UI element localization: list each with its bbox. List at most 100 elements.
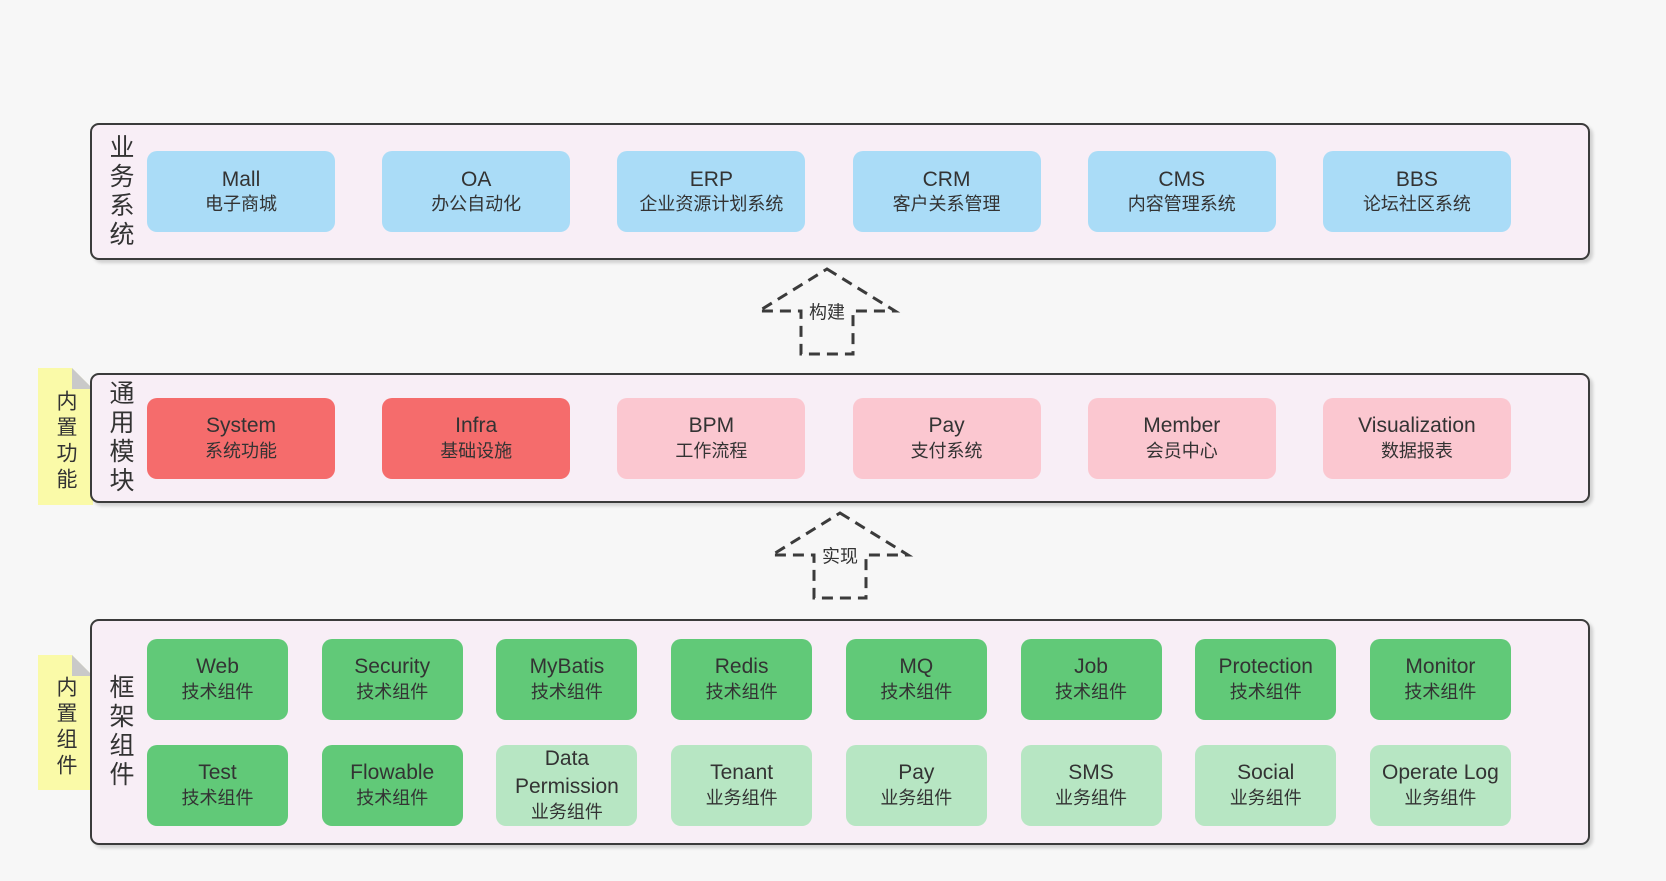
box-title: Member (1143, 414, 1221, 438)
box-title: Visualization (1358, 414, 1476, 438)
sticky-label: 内置功能 (54, 389, 77, 494)
box-title: Pay (928, 414, 965, 438)
box-subtitle: 系统功能 (205, 440, 277, 461)
box-subtitle: 企业资源计划系统 (639, 194, 784, 215)
box-subtitle: 技术组件 (1404, 681, 1477, 702)
box-infra: Infra 基础设施 (382, 397, 571, 479)
arrow-build: 构建 (747, 266, 907, 358)
sticky-label: 内置组件 (54, 675, 77, 780)
box-sms: SMS 业务组件 (1020, 744, 1162, 826)
box-title: Redis (714, 655, 769, 679)
box-subtitle: 技术组件 (530, 681, 603, 702)
box-title: System (205, 414, 276, 438)
box-subtitle: 业务组件 (1055, 787, 1128, 808)
panel-framework-components: 框架组件 Web 技术组件 Security 技术组件 MyBatis 技术组件… (90, 619, 1590, 845)
panel-label-text: 框架组件 (106, 674, 134, 790)
box-mall: Mall 电子商城 (147, 151, 335, 232)
arrow-build-label: 构建 (805, 296, 849, 327)
up-block-arrow-icon (753, 267, 901, 356)
box-title: Pay (898, 761, 935, 785)
box-subtitle: 论坛社区系统 (1362, 194, 1471, 215)
box-title: Tenant (710, 761, 774, 785)
box-title: MQ (899, 655, 934, 679)
box-title: Flowable (350, 761, 435, 785)
box-redis: Redis 技术组件 (671, 638, 813, 720)
box-bpm: BPM 工作流程 (617, 397, 806, 479)
box-web: Web 技术组件 (147, 638, 288, 720)
box-subtitle: 技术组件 (1229, 681, 1302, 702)
box-subtitle: 数据报表 (1380, 440, 1453, 461)
box-subtitle: 内容管理系统 (1127, 194, 1236, 215)
box-subtitle: 业务组件 (705, 787, 778, 808)
box-title: OA (461, 167, 492, 191)
box-title: Security (354, 655, 431, 679)
box-subtitle: 技术组件 (181, 681, 254, 702)
box-bbs: BBS 论坛社区系统 (1322, 151, 1511, 232)
box-tenant: Tenant 业务组件 (671, 744, 813, 826)
box-title: SMS (1068, 761, 1114, 785)
box-subtitle: 支付系统 (910, 440, 983, 461)
box-pay-system: Pay 支付系统 (852, 397, 1041, 479)
box-flowable: Flowable 技术组件 (321, 744, 463, 826)
box-title: Web (196, 655, 239, 679)
sticky-built-in-components: 内置组件 (38, 655, 93, 790)
box-title: MyBatis (529, 655, 605, 679)
box-subtitle: 技术组件 (1055, 681, 1128, 702)
box-subtitle: 技术组件 (181, 787, 254, 808)
panel-label-text: 通用模块 (106, 380, 134, 496)
box-title: Mall (221, 167, 261, 191)
box-subtitle: 业务组件 (530, 801, 603, 822)
arrow-implement: 实现 (760, 510, 920, 602)
box-subtitle: 技术组件 (356, 787, 429, 808)
box-subtitle: 基础设施 (440, 440, 513, 461)
box-subtitle: 业务组件 (1404, 787, 1477, 808)
box-job: Job 技术组件 (1020, 638, 1162, 720)
box-title: Operate Log (1382, 761, 1499, 785)
box-protection: Protection 技术组件 (1195, 638, 1337, 720)
box-title: BPM (688, 414, 735, 438)
box-subtitle: 办公自动化 (431, 194, 522, 215)
box-subtitle: 工作流程 (675, 440, 748, 461)
box-pay-component: Pay 业务组件 (845, 744, 987, 826)
box-oa: OA 办公自动化 (382, 151, 571, 232)
box-subtitle: 电子商城 (205, 194, 277, 215)
box-title: CMS (1158, 167, 1206, 191)
box-subtitle: 技术组件 (705, 681, 778, 702)
panel-common-modules: 通用模块 System 系统功能 Infra 基础设施 BPM 工作流程 Pay… (90, 373, 1590, 503)
box-subtitle: 客户关系管理 (892, 194, 1001, 215)
box-subtitle: 会员中心 (1145, 440, 1218, 461)
box-title: Protection (1218, 655, 1313, 679)
box-subtitle: 业务组件 (880, 787, 953, 808)
box-subtitle: 技术组件 (880, 681, 953, 702)
box-title: Social (1237, 761, 1295, 785)
box-subtitle: 业务组件 (1229, 787, 1302, 808)
box-title: ERP (689, 167, 733, 191)
panel-label-text: 业务系统 (106, 133, 134, 250)
box-data-permission: Data Permission 业务组件 (496, 744, 638, 826)
box-title: Test (198, 761, 237, 785)
box-system: System 系统功能 (147, 397, 335, 479)
panel-business-systems: 业务系统 Mall 电子商城 OA 办公自动化 ERP 企业资源计划系统 CRM… (90, 123, 1590, 260)
panel-label-business-systems: 业务系统 (92, 125, 147, 258)
box-subtitle: 技术组件 (356, 681, 429, 702)
panel-label-common-modules: 通用模块 (92, 375, 147, 501)
panel-label-framework-components: 框架组件 (92, 621, 147, 843)
box-crm: CRM 客户关系管理 (852, 151, 1041, 232)
up-block-arrow-icon (766, 511, 914, 600)
box-title: Monitor (1405, 655, 1476, 679)
box-title: Infra (455, 414, 498, 438)
box-title: BBS (1395, 167, 1438, 191)
box-member: Member 会员中心 (1087, 397, 1276, 479)
box-security: Security 技术组件 (321, 638, 463, 720)
sticky-built-in-features: 内置功能 (38, 368, 93, 505)
box-title: CRM (922, 167, 971, 191)
box-test: Test 技术组件 (147, 744, 288, 826)
box-visualization: Visualization 数据报表 (1322, 397, 1511, 479)
box-title: Data Permission (514, 747, 619, 799)
box-title: Job (1074, 655, 1108, 679)
box-erp: ERP 企业资源计划系统 (617, 151, 806, 232)
box-social: Social 业务组件 (1195, 744, 1337, 826)
box-operate-log: Operate Log 业务组件 (1369, 744, 1511, 826)
box-monitor: Monitor 技术组件 (1369, 638, 1511, 720)
box-mybatis: MyBatis 技术组件 (496, 638, 638, 720)
